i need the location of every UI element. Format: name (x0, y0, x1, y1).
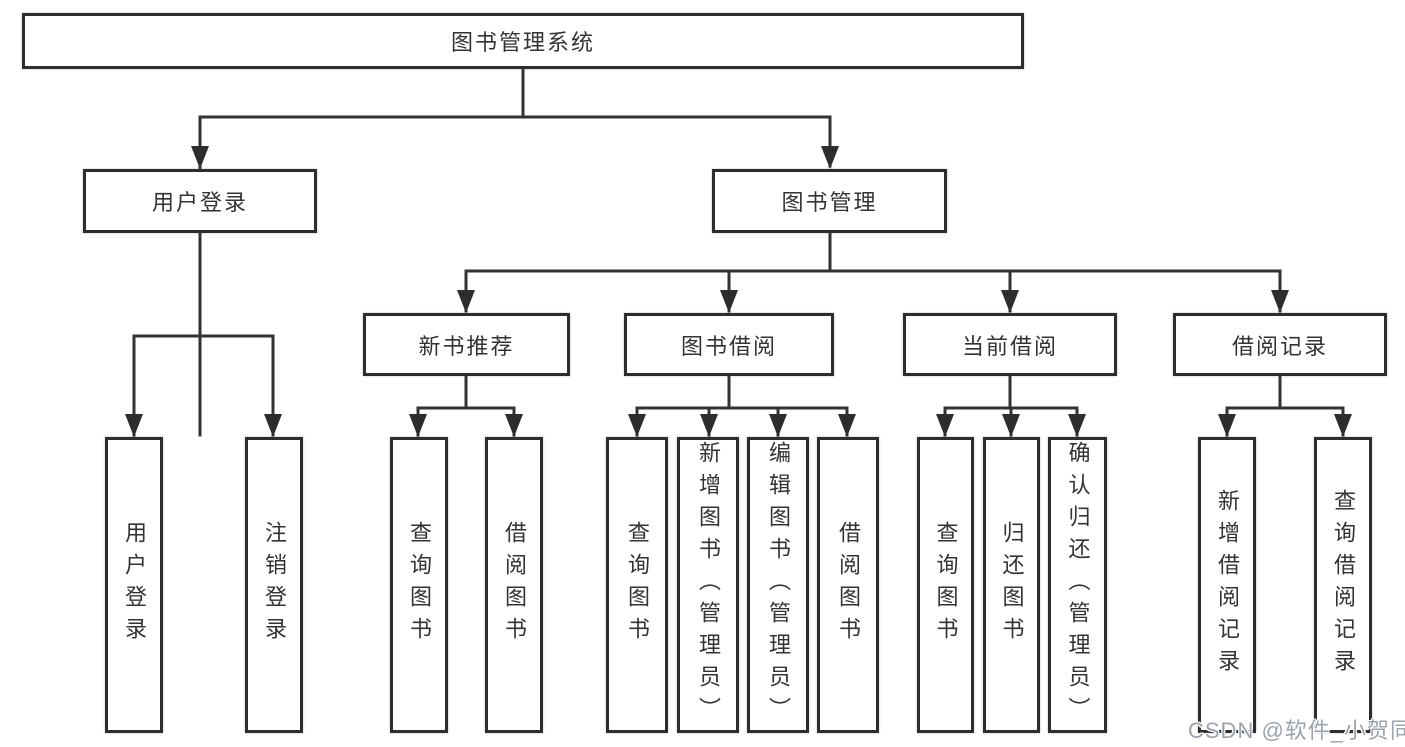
leaf-borrow-add-books-admin: 新增图书（管理员） (677, 437, 739, 733)
leaf-recommend-borrow-books: 借阅图书 (485, 437, 543, 733)
leaf-current-return-books: 归还图书 (983, 437, 1040, 733)
arrow-icon (409, 414, 427, 437)
arrow-icon (125, 414, 143, 437)
leaf-current-confirm-return-admin-label: 确认归还（管理员） (1065, 441, 1091, 729)
arrow-icon (769, 414, 787, 437)
arrow-icon (838, 414, 856, 437)
leaf-borrow-query-books-label: 查询图书 (625, 521, 650, 649)
arrow-icon (628, 414, 646, 437)
leaf-current-confirm-return-admin: 确认归还（管理员） (1048, 437, 1107, 733)
leaf-user-login: 用户登录 (105, 437, 163, 733)
node-book-management-label: 图书管理 (781, 190, 878, 215)
connector-path (132, 67, 1345, 437)
node-new-book-recommend-label: 新书推荐 (418, 333, 515, 359)
leaf-records-add-borrow-record-label: 新增借阅记录 (1215, 489, 1240, 681)
leaf-logout-login-label: 注销登录 (262, 521, 287, 649)
leaf-logout-login: 注销登录 (245, 437, 303, 733)
leaf-records-add-borrow-record: 新增借阅记录 (1198, 437, 1256, 733)
leaf-borrow-query-books: 查询图书 (606, 437, 668, 733)
arrow-icon (1271, 290, 1289, 313)
leaf-current-query-books: 查询图书 (917, 437, 974, 733)
node-new-book-recommend: 新书推荐 (363, 313, 570, 376)
arrow-icon (264, 414, 282, 437)
arrow-icon (1334, 414, 1352, 437)
leaf-borrow-add-books-admin-label: 新增图书（管理员） (696, 441, 721, 729)
arrow-icon (1002, 414, 1020, 437)
leaf-borrow-borrow-books: 借阅图书 (817, 437, 879, 733)
node-book-borrow-label: 图书借阅 (680, 333, 777, 359)
node-user-login: 用户登录 (83, 169, 317, 233)
node-current-borrow-label: 当前借阅 (961, 333, 1058, 359)
leaf-records-query-borrow-record-label: 查询借阅记录 (1331, 489, 1356, 681)
arrow-icon (457, 290, 475, 313)
leaf-current-return-books-label: 归还图书 (999, 521, 1025, 649)
csdn-watermark: CSDN @软件_小贺同学 (1188, 718, 1405, 743)
arrow-icon (821, 146, 839, 169)
arrow-icon (700, 414, 718, 437)
leaf-borrow-borrow-books-label: 借阅图书 (836, 521, 861, 649)
leaf-recommend-query-books: 查询图书 (390, 437, 448, 733)
node-root-label: 图书管理系统 (450, 30, 595, 55)
node-user-login-label: 用户登录 (151, 190, 248, 215)
node-book-management: 图书管理 (712, 169, 947, 233)
leaf-user-login-label: 用户登录 (122, 521, 147, 649)
leaf-records-query-borrow-record: 查询借阅记录 (1314, 437, 1372, 733)
arrowheads (125, 146, 1352, 437)
arrow-icon (720, 290, 738, 313)
arrow-icon (1001, 290, 1019, 313)
arrow-icon (1068, 414, 1086, 437)
arrow-icon (191, 146, 209, 169)
arrow-icon (505, 414, 523, 437)
arrow-icon (936, 414, 954, 437)
leaf-borrow-edit-books-admin-label: 编辑图书（管理员） (766, 441, 791, 729)
leaf-borrow-edit-books-admin: 编辑图书（管理员） (747, 437, 809, 733)
arrow-icon (1218, 414, 1236, 437)
node-book-borrow: 图书借阅 (624, 313, 834, 376)
node-root: 图书管理系统 (22, 13, 1024, 69)
leaf-recommend-query-books-label: 查询图书 (407, 521, 432, 649)
leaf-recommend-borrow-books-label: 借阅图书 (502, 521, 527, 649)
node-borrow-records: 借阅记录 (1173, 313, 1387, 376)
leaf-current-query-books-label: 查询图书 (933, 521, 959, 649)
node-borrow-records-label: 借阅记录 (1231, 333, 1328, 359)
node-current-borrow: 当前借阅 (903, 313, 1117, 376)
